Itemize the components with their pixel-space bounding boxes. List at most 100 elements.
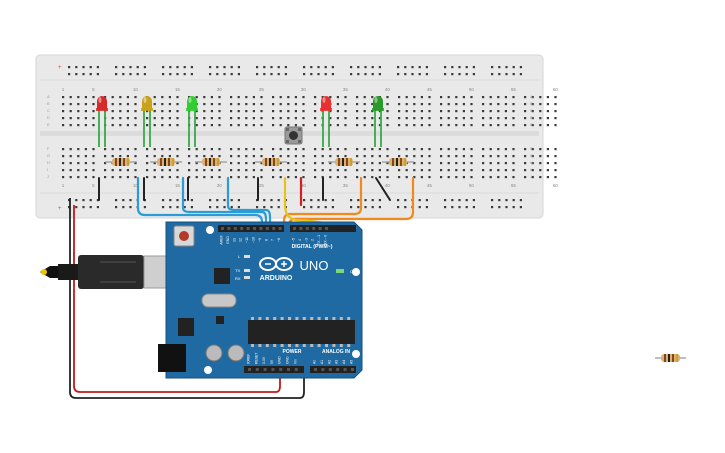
header-pin[interactable] <box>312 227 316 230</box>
header-pin[interactable] <box>336 368 340 371</box>
analog-pin-label: A0 <box>313 360 317 364</box>
header-pin[interactable] <box>321 368 325 371</box>
breadboard-hole <box>69 162 72 165</box>
header-pin[interactable] <box>221 227 224 230</box>
header-pin[interactable] <box>293 227 296 230</box>
breadboard-hole <box>329 96 332 99</box>
header-pin[interactable] <box>255 368 259 371</box>
header-pin[interactable] <box>263 368 267 371</box>
rail-hole <box>357 206 360 209</box>
breadboard-hole <box>405 103 408 106</box>
breadboard-hole <box>69 169 72 172</box>
led-green[interactable] <box>372 96 384 111</box>
header-pin[interactable] <box>278 227 282 230</box>
header-pin[interactable] <box>299 227 303 230</box>
resistor[interactable] <box>105 158 137 166</box>
breadboard-hole <box>153 110 156 113</box>
header-pin[interactable] <box>351 368 354 371</box>
header-pin[interactable] <box>271 368 275 371</box>
breadboard-hole <box>512 96 515 99</box>
header-pin[interactable] <box>272 227 276 230</box>
led-red[interactable] <box>320 96 332 111</box>
column-number: 5 <box>92 87 95 92</box>
breadboard-hole <box>218 96 221 99</box>
rail-hole <box>270 199 273 202</box>
header-pin[interactable] <box>259 227 263 230</box>
resistor[interactable] <box>195 158 227 166</box>
arduino-uno[interactable]: ARDUINO UNO DIGITAL (PWM~) POWER ANALOG … <box>158 221 363 379</box>
chip-pin <box>258 317 262 320</box>
breadboard-hole <box>539 96 542 99</box>
led-yellow[interactable] <box>141 96 153 111</box>
breadboard-hole <box>356 96 359 99</box>
breadboard-hole <box>546 110 549 113</box>
loose-resistor[interactable] <box>655 354 686 362</box>
rail-hole <box>331 66 334 69</box>
rail-hole <box>162 73 165 76</box>
breadboard-hole <box>512 155 515 158</box>
header-pin[interactable] <box>343 368 347 371</box>
header-pin[interactable] <box>305 227 309 230</box>
rail-hole <box>136 73 139 76</box>
breadboard-hole <box>512 162 515 165</box>
usb-cable <box>40 255 175 289</box>
rail-hole <box>96 199 99 202</box>
header-pin[interactable] <box>318 227 322 230</box>
breadboard-hole <box>302 148 305 151</box>
breadboard-hole <box>504 162 507 165</box>
resistor[interactable] <box>328 158 360 166</box>
rail-hole <box>284 73 287 76</box>
power-pin-label: 3.3V <box>262 356 266 364</box>
header-pin[interactable] <box>265 227 269 230</box>
rail-hole <box>75 206 78 209</box>
breadboard-hole <box>329 169 332 172</box>
header-pin[interactable] <box>248 368 251 371</box>
rail-hole <box>331 206 334 209</box>
header-pin[interactable] <box>294 368 298 371</box>
breadboard-hole <box>546 96 549 99</box>
header-pin[interactable] <box>240 227 244 230</box>
breadboard-hole <box>92 176 95 179</box>
breadboard-hole <box>371 169 374 172</box>
header-pin[interactable] <box>233 227 237 230</box>
header-pin[interactable] <box>246 227 250 230</box>
header-pin[interactable] <box>328 368 332 371</box>
breadboard-hole <box>77 117 80 120</box>
breadboard-hole <box>230 162 233 165</box>
breadboard-hole <box>77 176 80 179</box>
header-pin[interactable] <box>227 227 231 230</box>
rail-hole <box>68 66 71 69</box>
rail-hole <box>378 66 381 69</box>
breadboard-hole <box>252 103 255 106</box>
breadboard-hole <box>195 162 198 165</box>
chip-pin <box>310 344 314 347</box>
pushbutton[interactable] <box>284 126 303 145</box>
header-pin[interactable] <box>287 368 290 371</box>
breadboard-hole <box>428 103 431 106</box>
breadboard-hole <box>420 155 423 158</box>
breadboard-hole <box>119 155 122 158</box>
breadboard-hole <box>386 169 389 172</box>
breadboard-hole <box>531 117 534 120</box>
header-pin[interactable] <box>279 368 283 371</box>
breadboard-hole <box>539 148 542 151</box>
header-pin[interactable] <box>314 368 317 371</box>
rail-hole <box>183 199 186 202</box>
row-letter: D <box>47 115 50 120</box>
breadboard-hole <box>272 148 275 151</box>
breadboard-hole <box>546 103 549 106</box>
breadboard-hole <box>252 96 255 99</box>
breadboard-hole <box>230 155 233 158</box>
led-green[interactable] <box>186 96 198 111</box>
digital-header-right <box>290 225 356 232</box>
led-red[interactable] <box>96 96 108 111</box>
breadboard-hole <box>524 117 527 120</box>
header-pin[interactable] <box>253 227 256 230</box>
breadboard-hole <box>386 96 389 99</box>
breadboard-hole <box>356 103 359 106</box>
header-pin[interactable] <box>325 227 328 230</box>
column-number: 15 <box>175 87 181 92</box>
resistor[interactable] <box>382 158 414 166</box>
resistor[interactable] <box>255 158 287 166</box>
resistor[interactable] <box>150 158 182 166</box>
